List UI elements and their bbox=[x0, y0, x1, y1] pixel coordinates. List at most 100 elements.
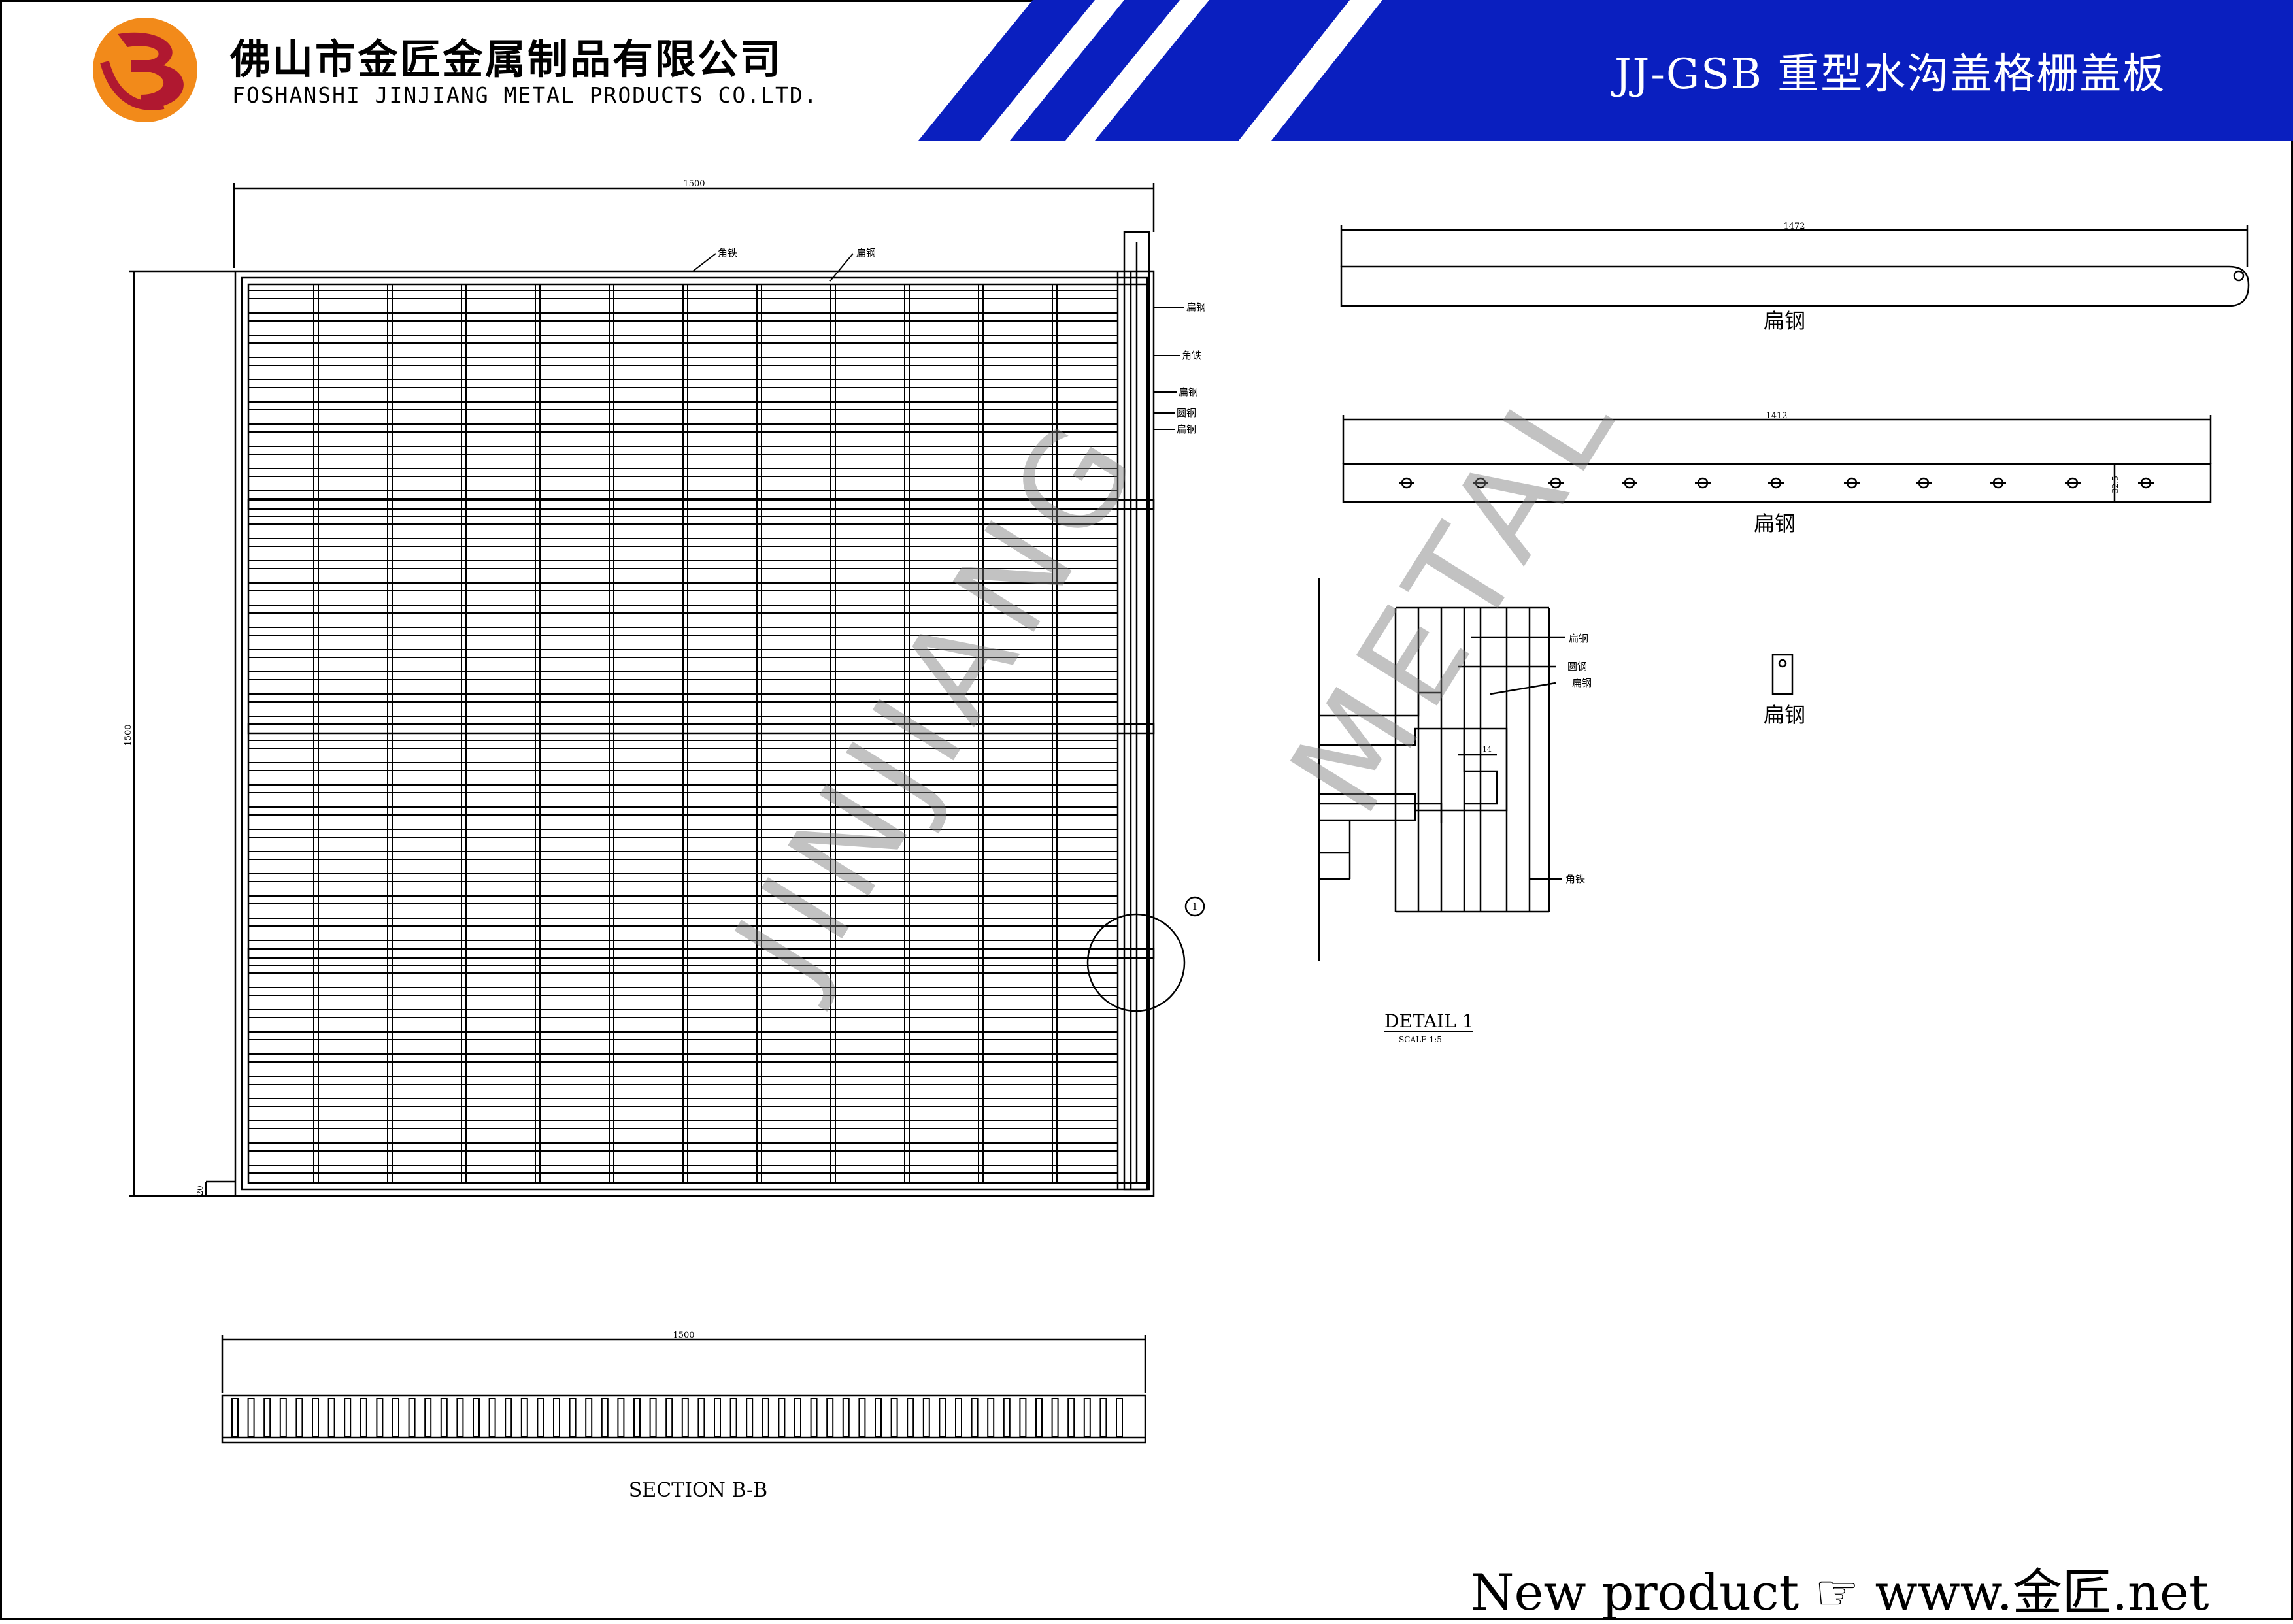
section-title: SECTION B-B bbox=[629, 1479, 767, 1502]
callout-leader bbox=[829, 253, 854, 282]
section-bar bbox=[392, 1398, 399, 1437]
detail-scale: SCALE 1:5 bbox=[1399, 1035, 1442, 1044]
section-bar bbox=[826, 1398, 834, 1437]
section-bar bbox=[1019, 1398, 1027, 1437]
section-bar bbox=[456, 1398, 464, 1437]
section-bar bbox=[1099, 1398, 1107, 1437]
section-bar bbox=[971, 1398, 979, 1437]
section-bar bbox=[424, 1398, 432, 1437]
cross-rod bbox=[682, 284, 688, 1184]
callout-flat-bar: 扁钢 bbox=[856, 247, 876, 259]
section-bar bbox=[794, 1398, 801, 1437]
section-bar bbox=[617, 1398, 625, 1437]
drawing-title: JJ-GSB 重型水沟盖格栅盖板 bbox=[1615, 50, 2166, 99]
callout-angle-iron: 角铁 bbox=[718, 247, 737, 259]
callout-leader bbox=[692, 253, 716, 272]
section-bar bbox=[778, 1398, 786, 1437]
part-b-label: 扁钢 bbox=[1754, 511, 1796, 536]
callout-flat-bar: 扁钢 bbox=[1177, 423, 1196, 435]
footer-link[interactable]: New product ☞ www.金匠.net bbox=[1471, 1563, 2209, 1621]
section-bar bbox=[488, 1398, 496, 1437]
company-logo bbox=[93, 18, 197, 122]
detail-callout-angle-iron: 角铁 bbox=[1565, 873, 1585, 885]
plan-dim-height: 1500 bbox=[124, 724, 133, 746]
section-dim: 1500 bbox=[673, 1331, 694, 1340]
section-bar bbox=[714, 1398, 721, 1437]
section-bar bbox=[376, 1398, 384, 1437]
section-bar bbox=[697, 1398, 705, 1437]
callout-angle-iron: 角铁 bbox=[1182, 350, 1201, 361]
detail-callout-round-bar: 圆钢 bbox=[1567, 661, 1587, 672]
cross-rod bbox=[609, 284, 614, 1184]
section-bar bbox=[649, 1398, 657, 1437]
cross-rod bbox=[904, 284, 910, 1184]
section-bar bbox=[601, 1398, 609, 1437]
detail-title: DETAIL 1 bbox=[1384, 1010, 1474, 1032]
section-bar bbox=[907, 1398, 914, 1437]
section-bar bbox=[440, 1398, 448, 1437]
section-bar bbox=[520, 1398, 528, 1437]
company-name-en: FOSHANSHI JINJIANG METAL PRODUCTS CO.LTD… bbox=[232, 82, 818, 108]
header-blue-band bbox=[918, 0, 2293, 141]
section-b-b bbox=[221, 1335, 1146, 1444]
header-stripe bbox=[1065, 0, 1209, 141]
section-bar bbox=[1035, 1398, 1043, 1437]
part-b-dim: 1412 bbox=[1766, 411, 1787, 421]
section-bar bbox=[247, 1398, 255, 1437]
section-bar bbox=[633, 1398, 641, 1437]
section-bar bbox=[939, 1398, 946, 1437]
section-bar bbox=[875, 1398, 882, 1437]
section-bar bbox=[762, 1398, 769, 1437]
section-bar bbox=[746, 1398, 754, 1437]
detail-callout-flat-bar: 扁钢 bbox=[1572, 677, 1592, 689]
section-bar bbox=[1116, 1398, 1123, 1437]
section-bar bbox=[312, 1398, 319, 1437]
section-bar bbox=[360, 1398, 367, 1437]
callout-flat-bar: 扁钢 bbox=[1179, 386, 1198, 398]
section-bar bbox=[810, 1398, 818, 1437]
section-bar bbox=[505, 1398, 512, 1437]
section-bar bbox=[263, 1398, 271, 1437]
section-bar bbox=[279, 1398, 287, 1437]
plan-dim-small: 20 bbox=[195, 1185, 205, 1195]
cross-rod bbox=[387, 284, 393, 1184]
section-bar bbox=[858, 1398, 866, 1437]
section-bar bbox=[955, 1398, 962, 1437]
callout-flat-bar: 扁钢 bbox=[1186, 301, 1206, 313]
section-bar bbox=[1083, 1398, 1091, 1437]
part-c-label: 扁钢 bbox=[1764, 703, 1805, 727]
cross-rod bbox=[978, 284, 984, 1184]
cross-rod bbox=[535, 284, 541, 1184]
section-bar bbox=[231, 1398, 239, 1437]
section-bar bbox=[842, 1398, 850, 1437]
cross-rod bbox=[1052, 284, 1058, 1184]
part-b-side-dim: 32.5 bbox=[2111, 476, 2120, 493]
section-bar bbox=[665, 1398, 673, 1437]
header-stripe bbox=[980, 0, 1124, 141]
cross-rod bbox=[461, 284, 467, 1184]
section-bar bbox=[987, 1398, 995, 1437]
section-bar bbox=[295, 1398, 303, 1437]
section-bar bbox=[729, 1398, 737, 1437]
section-bar bbox=[1003, 1398, 1011, 1437]
plan-view bbox=[129, 183, 1155, 1197]
section-bar bbox=[408, 1398, 416, 1437]
header-band bbox=[93, 0, 2293, 141]
side-tube bbox=[1123, 231, 1150, 1191]
section-bar bbox=[473, 1398, 480, 1437]
cross-rod bbox=[830, 284, 836, 1184]
detail-marker-label: 1 bbox=[1192, 902, 1198, 912]
section-bar bbox=[585, 1398, 593, 1437]
section-bar bbox=[1051, 1398, 1059, 1437]
cross-rod bbox=[756, 284, 762, 1184]
detail-callout-flat-bar: 扁钢 bbox=[1569, 633, 1588, 644]
header-stripe bbox=[1239, 0, 1382, 141]
section-bar bbox=[1067, 1398, 1075, 1437]
part-a-label: 扁钢 bbox=[1764, 308, 1805, 333]
section-bar bbox=[553, 1398, 560, 1437]
company-name-cn: 佛山市金匠金属制品有限公司 bbox=[230, 35, 783, 83]
part-b-flat-bar bbox=[1342, 415, 2212, 503]
cross-rod bbox=[313, 284, 319, 1184]
part-a-flat-bar bbox=[1340, 225, 2250, 307]
